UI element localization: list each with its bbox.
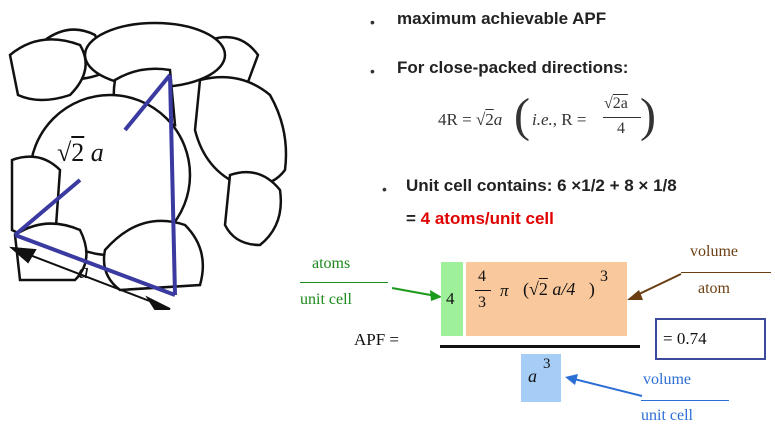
atoms-label: atoms xyxy=(312,255,351,272)
corner-atom-lower-right xyxy=(223,170,282,247)
apf-result-box xyxy=(655,318,766,360)
atom-label: atom xyxy=(698,280,730,297)
unit-cell-label: unit cell xyxy=(300,291,352,308)
edge-dimension-arrow xyxy=(9,246,171,310)
apf-main-fraction-line xyxy=(440,345,640,348)
fcc-unit-cell-figure xyxy=(8,21,288,310)
vol-frac-line xyxy=(475,290,491,291)
volume-cell-line xyxy=(641,400,729,401)
volume-atom-line xyxy=(681,272,771,273)
apf-label: APF = xyxy=(354,330,400,349)
face-atom-bottom xyxy=(102,219,205,292)
bullet-max-apf: maximum achievable APF xyxy=(397,9,607,28)
atom-count: 4 xyxy=(446,289,455,308)
blue-arrow xyxy=(565,374,643,397)
radius-exponent: 3 xyxy=(600,268,608,285)
atom-count-box xyxy=(441,262,463,336)
volume-label-2: volume xyxy=(643,371,691,388)
paren-right: ) xyxy=(640,89,656,142)
volume-label: volume xyxy=(690,243,738,260)
cell-volume-box xyxy=(521,354,561,402)
unit-cell-label-2: unit cell xyxy=(641,407,693,424)
edge-label: a xyxy=(78,258,89,283)
bullet-close-packed: For close-packed directions: xyxy=(397,58,629,77)
brown-arrow xyxy=(627,273,682,300)
face-atom-right xyxy=(193,75,288,188)
denom-a: a xyxy=(528,366,537,386)
bullet-unit-cell-contains: Unit cell contains: 6 ×1/2 + 8 × 1/8 xyxy=(406,176,677,195)
paren-left: ( xyxy=(514,89,530,142)
eq-frac-den: 4 xyxy=(617,120,625,137)
atoms-frac-line xyxy=(300,282,388,283)
vol-frac-den: 3 xyxy=(478,294,486,311)
bullet-dot: • xyxy=(382,181,387,197)
atom-volume-box xyxy=(466,262,627,336)
eq-frac-line xyxy=(603,117,641,118)
bullet-dot: • xyxy=(370,63,375,79)
corner-atom-bottom-left xyxy=(13,222,88,282)
unit-cell-edges xyxy=(13,73,177,297)
vol-frac-num: 4 xyxy=(478,268,486,285)
radius-expression: (√2 a/4 ) xyxy=(523,279,595,299)
pi-symbol: π xyxy=(500,281,509,300)
apf-result: = 0.74 xyxy=(663,329,707,348)
bullet-atoms-per-cell: = 4 atoms/unit cell xyxy=(406,209,554,228)
corner-atom-top-left xyxy=(8,38,87,102)
ie-text: i.e., R = xyxy=(532,110,587,129)
diagonal-label: √2 a xyxy=(57,138,104,167)
denom-exponent: 3 xyxy=(543,356,551,372)
eq-frac-num: √2a xyxy=(604,95,628,112)
bullet-dot: • xyxy=(370,14,375,30)
green-arrow xyxy=(391,287,442,301)
close-packed-equation: 4R = √2a xyxy=(438,110,503,129)
